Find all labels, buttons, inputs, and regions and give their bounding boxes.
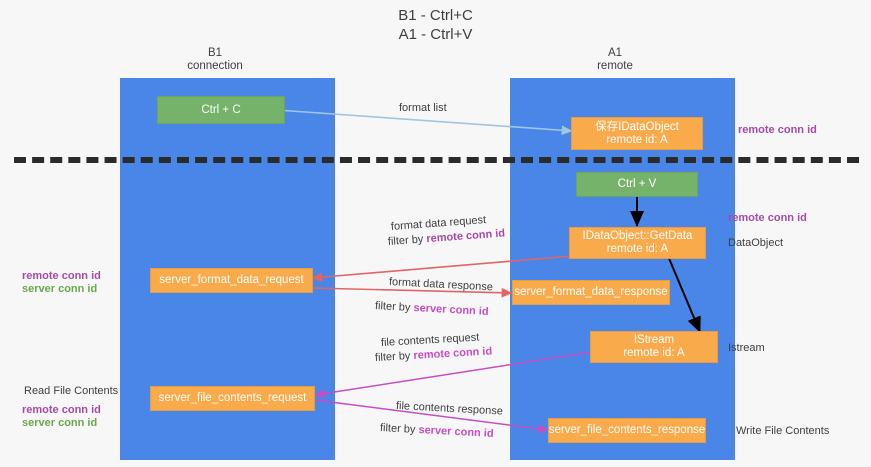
page-title: B1 - Ctrl+C A1 - Ctrl+V [398,7,473,43]
box-ctrl-c[interactable]: Ctrl + C [157,96,285,124]
filter-prefix-3: filter by [374,349,414,364]
box-idataobject-getdata[interactable]: IDataObject::GetData remote id: A [569,227,706,259]
annotation-left-remote-conn-id-2: remote conn id [22,404,101,416]
box-server-file-contents-response[interactable]: server_file_contents_response [548,418,706,443]
annotation-remote-conn-id-top: remote conn id [738,124,817,136]
box-server-format-data-response[interactable]: server_format_data_response [512,280,670,305]
box-idataobject[interactable]: 保存IDataObject remote id: A [571,117,703,150]
edge-label-format-data-response: format data response [388,276,494,294]
filter-prefix: filter by [387,233,427,248]
annotation-istream: Istream [728,342,765,354]
filter-prefix-4: filter by [379,422,419,437]
filter-key-server-conn-id: server conn id [413,302,489,318]
filter-key-server-conn-id-2: server conn id [418,424,494,440]
annotation-left-remote-conn-id: remote conn id [22,270,101,282]
column-header-a1: A1 remote [597,47,633,72]
box-server-format-data-request[interactable]: server_format_data_request [150,268,313,293]
annotation-write-file-contents: Write File Contents [736,425,830,437]
box-istream[interactable]: IStream remote id: A [590,331,718,363]
column-header-b1: B1 connection [187,47,243,72]
edge-label-file-contents-response-filter: filter by server conn id [380,421,494,442]
annotation-left-server-conn-id: server conn id [22,283,98,295]
annotation-dataobject: DataObject [728,237,784,249]
edge-label-format-data-response-filter: filter by server conn id [375,299,489,320]
annotation-left-server-conn-id-2: server conn id [22,417,98,429]
filter-prefix-2: filter by [374,300,414,315]
dashed-divider [14,157,859,163]
filter-key-remote-conn-id-2: remote conn id [413,345,493,362]
annotation-remote-conn-id-mid: remote conn id [728,212,807,224]
edge-label-format-list: format list [399,102,447,114]
edge-label-file-contents-response: file contents response [395,400,504,418]
box-ctrl-v[interactable]: Ctrl + V [576,172,698,197]
annotation-read-file-contents: Read File Contents [24,385,119,397]
box-server-file-contents-request[interactable]: server_file_contents_request [150,386,315,411]
